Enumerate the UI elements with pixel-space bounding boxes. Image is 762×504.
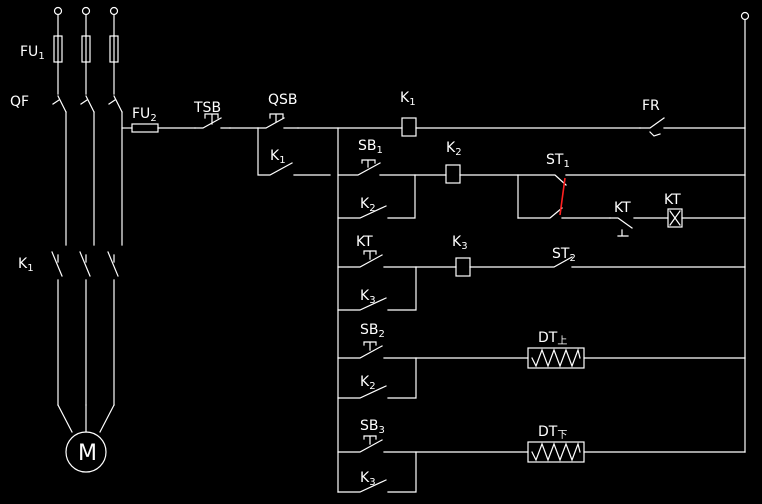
label-sb3: SB3 bbox=[360, 418, 385, 436]
label-qf: QF bbox=[10, 94, 29, 110]
coil-k1 bbox=[401, 117, 417, 137]
label-k1-coil: K1 bbox=[400, 90, 416, 108]
holding-contact-k1 bbox=[257, 127, 331, 176]
label-fu2: FU2 bbox=[132, 106, 157, 124]
label-k2-coil: K2 bbox=[446, 140, 462, 158]
label-qsb: QSB bbox=[268, 92, 298, 108]
motor-leads bbox=[57, 404, 115, 433]
label-k3-hold-1: K3 bbox=[360, 288, 376, 306]
supply-terminal-l3 bbox=[109, 6, 119, 16]
rung-3 bbox=[337, 250, 746, 311]
fuse-fu2 bbox=[131, 123, 159, 133]
label-k1-hold: K1 bbox=[270, 148, 286, 166]
label-motor: M bbox=[78, 441, 97, 466]
supply-wires bbox=[57, 14, 115, 37]
breaker-qf bbox=[52, 95, 123, 246]
supply-terminal-l1 bbox=[53, 6, 63, 16]
label-kt-contact-left: KT bbox=[356, 234, 373, 250]
rung-2 bbox=[337, 159, 746, 237]
label-k3-coil: K3 bbox=[452, 234, 468, 252]
overload-relay-fr bbox=[639, 117, 746, 137]
control-circuit bbox=[194, 11, 750, 493]
wires-fu1-qf bbox=[57, 61, 115, 95]
labels: FU1 QF FU2 K1 M TSB QSB K1 K1 FR SB1 K2 … bbox=[10, 44, 681, 488]
label-tsb: TSB bbox=[193, 100, 221, 116]
supply-terminal-l2 bbox=[81, 6, 91, 16]
coil-k2 bbox=[445, 164, 461, 184]
stop-button-tsb bbox=[194, 113, 231, 129]
label-st1: ST1 bbox=[546, 152, 570, 170]
rung-4 bbox=[337, 341, 746, 399]
motor-m bbox=[65, 431, 107, 473]
start-button-qsb bbox=[257, 113, 299, 129]
label-fr: FR bbox=[642, 98, 660, 114]
label-dt-down: DT下 bbox=[538, 424, 567, 441]
power-circuit bbox=[51, 6, 196, 473]
contactor-k1-main-contacts bbox=[51, 251, 119, 406]
st1-mechanical-link bbox=[559, 177, 566, 216]
rung-5 bbox=[337, 435, 746, 493]
label-k3-hold-2: K3 bbox=[360, 470, 376, 488]
label-kt-coil: KT bbox=[664, 192, 681, 208]
label-k2-hold-1: K2 bbox=[360, 196, 376, 214]
label-kt-contact-right: KT bbox=[614, 200, 631, 216]
label-fu1: FU1 bbox=[20, 44, 45, 62]
control-terminal-right bbox=[740, 11, 750, 21]
label-sb1: SB1 bbox=[358, 138, 383, 156]
label-k1-main: K1 bbox=[18, 256, 34, 274]
label-k2-hold-2: K2 bbox=[360, 374, 376, 392]
coil-k3 bbox=[455, 257, 471, 277]
label-st2: ST2 bbox=[552, 246, 576, 264]
fuse-fu1 bbox=[53, 35, 119, 63]
label-sb2: SB2 bbox=[360, 322, 385, 340]
label-dt-up: DT上 bbox=[538, 330, 567, 347]
